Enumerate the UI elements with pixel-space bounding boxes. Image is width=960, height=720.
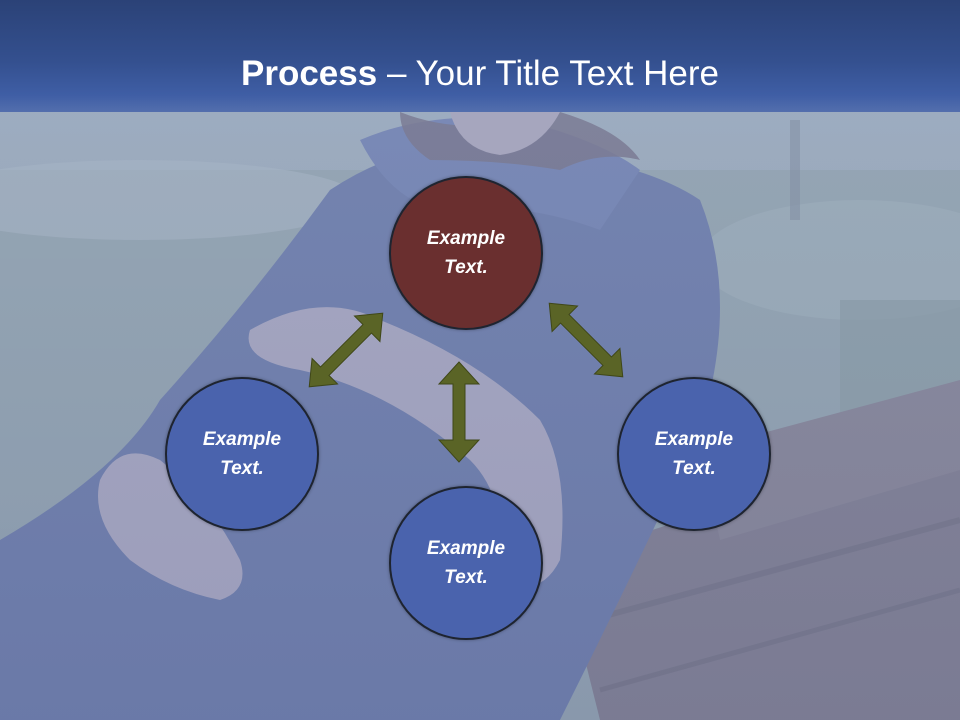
title-band: [0, 0, 960, 112]
node-left-line2: Text.: [220, 458, 264, 479]
title-rest: Your Title Text Here: [415, 54, 720, 93]
node-right-line1: Example: [654, 429, 734, 450]
title-separator: –: [377, 54, 416, 93]
process-node-top: Example Text.: [389, 176, 543, 330]
process-node-right: Example Text.: [617, 377, 771, 531]
process-node-bottom: Example Text.: [389, 486, 543, 640]
page-title: Process – Your Title Text Here: [0, 52, 960, 96]
node-bottom-line1: Example: [426, 538, 506, 559]
node-top-line2: Text.: [444, 257, 488, 278]
node-right-line2: Text.: [672, 458, 716, 479]
node-left-line1: Example: [202, 429, 282, 450]
process-node-left: Example Text.: [165, 377, 319, 531]
node-bottom-line2: Text.: [444, 567, 488, 588]
node-top-line1: Example: [426, 228, 506, 249]
title-bold: Process: [241, 54, 378, 93]
